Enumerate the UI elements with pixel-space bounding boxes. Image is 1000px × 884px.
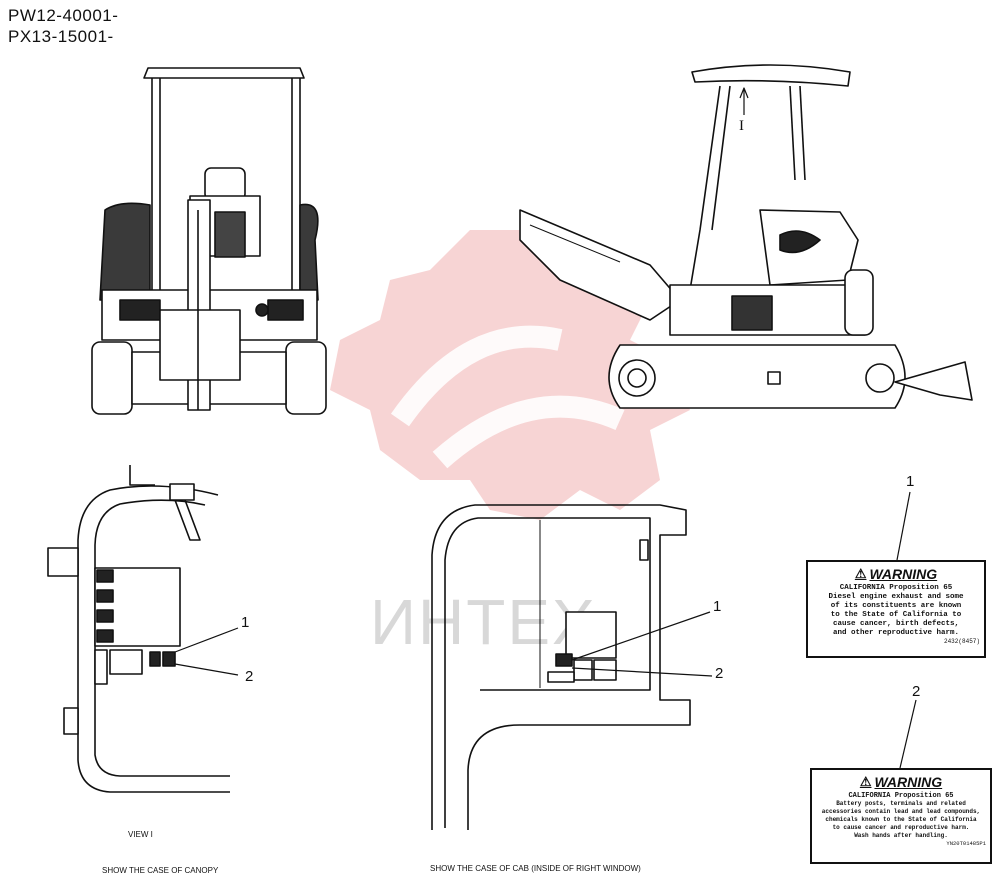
label-1-line: CALIFORNIA Proposition 65 — [839, 584, 953, 592]
serial-number-1: PW12-40001- — [8, 6, 119, 25]
leader-line-label-2 — [899, 699, 917, 769]
label-callout-2: 2 — [912, 683, 921, 700]
rear-view-excavator — [91, 67, 327, 415]
view-label: VIEW I — [128, 830, 153, 839]
label-2-line: to cause cancer and reproductive harm. — [832, 824, 970, 831]
label-2-header: ⚠ WARNING — [812, 774, 990, 790]
canopy-callout-2: 2 — [245, 668, 254, 685]
label-2-line: Battery posts, terminals and related — [836, 800, 966, 807]
view-arrow-label: I — [739, 118, 744, 134]
warning-triangle-icon: ⚠ — [859, 774, 872, 789]
label-1-line: and other reproductive harm. — [832, 629, 960, 637]
label-2-title: WARNING — [874, 774, 943, 790]
warning-label-2: ⚠ WARNING CALIFORNIA Proposition 65 Batt… — [810, 768, 992, 864]
label-2-line: Wash hands after handling. — [854, 832, 948, 839]
cab-caption: SHOW THE CASE OF CAB (INSIDE OF RIGHT WI… — [430, 864, 641, 873]
side-view-excavator — [519, 64, 973, 409]
label-1-body: CALIFORNIA Proposition 65 Diesel engine … — [808, 584, 984, 638]
label-2-body: CALIFORNIA Proposition 65 Battery posts,… — [812, 792, 990, 840]
label-1-line: cause cancer, birth defects, — [832, 620, 960, 628]
watermark-text: ИНТЕХ — [370, 586, 597, 658]
label-2-code: YN20T01485P1 — [946, 840, 986, 847]
label-2-line: chemicals known to the State of Californ… — [825, 816, 977, 823]
cab-callout-1: 1 — [713, 598, 722, 615]
label-1-code: 2432(8457) — [943, 638, 980, 645]
cab-callout-2: 2 — [715, 665, 724, 682]
label-2-line: CALIFORNIA Proposition 65 — [848, 792, 954, 800]
cab-detail-drawing — [431, 504, 713, 830]
warning-triangle-icon: ⚠ — [854, 566, 867, 581]
label-2-line: accessories contain lead and lead compou… — [821, 808, 981, 815]
canopy-callout-1: 1 — [241, 614, 250, 631]
label-1-line: to the State of California to — [830, 611, 962, 619]
label-1-header: ⚠ WARNING — [808, 566, 984, 582]
canopy-detail-drawing — [47, 465, 239, 793]
canopy-caption: SHOW THE CASE OF CANOPY — [102, 866, 219, 875]
warning-label-1: ⚠ WARNING CALIFORNIA Proposition 65 Dies… — [806, 560, 986, 658]
serial-number-2: PX13-15001- — [8, 27, 114, 46]
leader-line-label-1 — [896, 491, 911, 561]
label-1-line: of its constituents are known — [830, 602, 962, 610]
label-1-title: WARNING — [869, 566, 938, 582]
label-callout-1: 1 — [906, 473, 915, 490]
label-1-line: Diesel engine exhaust and some — [828, 593, 964, 601]
